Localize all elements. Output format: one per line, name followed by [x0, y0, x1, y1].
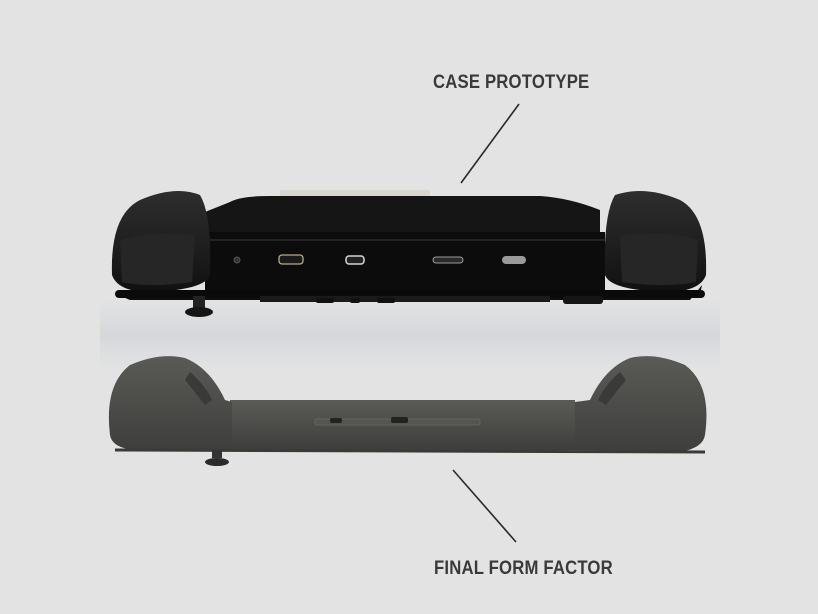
- thumbstick: [205, 458, 229, 466]
- right-grip: [575, 356, 707, 452]
- micro-usb-port-icon: [345, 255, 365, 265]
- case-prototype-device: [111, 190, 707, 317]
- thumbstick: [185, 307, 213, 317]
- final-form-factor-device: [108, 356, 707, 466]
- hdmi-port-icon: [278, 254, 304, 265]
- final-form-factor-label: FINAL FORM FACTOR: [434, 558, 613, 579]
- bottom-leader-line: [452, 469, 517, 543]
- case-prototype-label: CASE PROTOTYPE: [433, 72, 590, 93]
- top-leader-line: [460, 103, 520, 184]
- usb-c-port-icon: [502, 256, 526, 264]
- port-cutout: [330, 418, 342, 423]
- left-grip: [108, 356, 232, 450]
- port-cutout: [391, 417, 408, 423]
- sd-card-slot-icon: [432, 256, 464, 264]
- headphone-jack-icon: [233, 256, 241, 264]
